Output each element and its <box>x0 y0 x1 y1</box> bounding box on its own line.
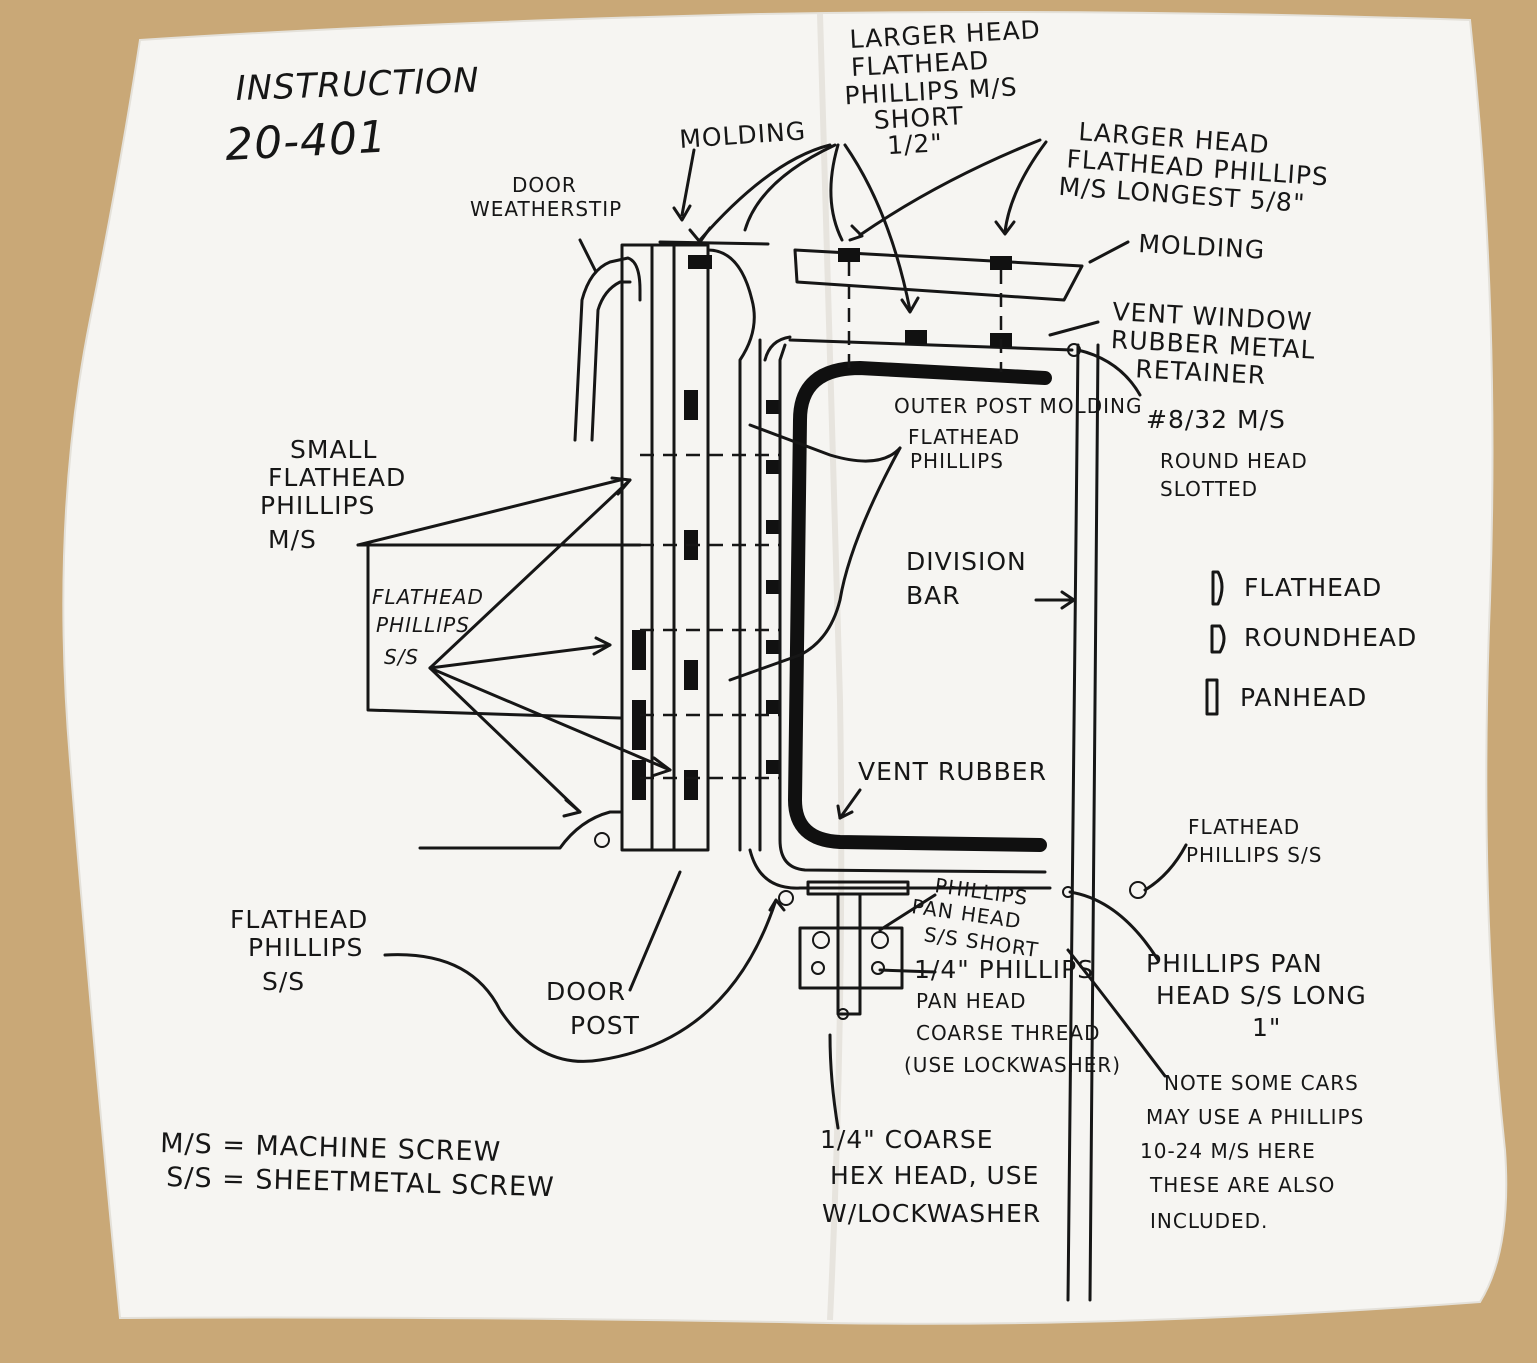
flathead-icon <box>1211 570 1224 606</box>
svg-text:M/S: M/S <box>268 525 317 554</box>
svg-text:(USE LOCKWASHER): (USE LOCKWASHER) <box>904 1053 1121 1077</box>
svg-text:S/S: S/S <box>384 645 419 669</box>
svg-text:SMALL: SMALL <box>290 435 377 464</box>
svg-text:DIVISION: DIVISION <box>906 547 1027 576</box>
screw-head-legend: FLATHEAD ROUNDHEAD PANHEAD <box>1205 570 1417 716</box>
svg-text:BAR: BAR <box>906 581 961 610</box>
svg-text:PHILLIPS: PHILLIPS <box>260 491 375 520</box>
svg-text:FLATHEAD: FLATHEAD <box>372 585 484 609</box>
label-round-head-slotted: #8/32 M/S ROUND HEAD SLOTTED <box>1146 405 1308 501</box>
label-quarter-hex: 1/4" COARSE HEX HEAD, USE W/LOCKWASHER <box>820 1125 1041 1228</box>
svg-text:PHILLIPS: PHILLIPS <box>376 613 470 637</box>
panhead-icon <box>1205 678 1219 716</box>
svg-text:PHILLIPS: PHILLIPS <box>910 449 1004 473</box>
svg-text:MAY USE A PHILLIPS: MAY USE A PHILLIPS <box>1146 1105 1364 1129</box>
svg-text:FLATHEAD: FLATHEAD <box>1244 573 1382 602</box>
svg-text:FLATHEAD: FLATHEAD <box>908 425 1020 449</box>
svg-text:SHORT: SHORT <box>873 101 965 135</box>
svg-text:THESE ARE ALSO: THESE ARE ALSO <box>1149 1173 1335 1197</box>
label-outer-post-molding: OUTER POST MOLDING <box>894 394 1142 418</box>
svg-text:FLATHEAD: FLATHEAD <box>230 905 368 934</box>
svg-text:1/2": 1/2" <box>886 128 943 160</box>
svg-text:FLATHEAD: FLATHEAD <box>850 46 990 82</box>
label-division-bar: DIVISION BAR <box>906 547 1027 610</box>
svg-text:#8/32 M/S: #8/32 M/S <box>1146 405 1286 434</box>
svg-text:1": 1" <box>1252 1013 1281 1042</box>
svg-text:10-24 M/S HERE: 10-24 M/S HERE <box>1140 1139 1316 1163</box>
svg-text:W/LOCKWASHER: W/LOCKWASHER <box>822 1199 1041 1228</box>
label-door-weatherstrip: DOOR WEATHERSTIP <box>470 173 622 221</box>
legend-item-panhead: PANHEAD <box>1205 678 1367 716</box>
vent-window-frame <box>748 248 1147 1302</box>
svg-text:PAN HEAD: PAN HEAD <box>916 989 1027 1013</box>
label-molding-right: MOLDING <box>1138 229 1266 265</box>
svg-text:DOOR: DOOR <box>546 977 626 1006</box>
svg-text:1/4" PHILLIPS: 1/4" PHILLIPS <box>914 955 1094 984</box>
svg-text:PHILLIPS: PHILLIPS <box>248 933 363 962</box>
label-flathead-ss-bottom: FLATHEAD PHILLIPS S/S <box>230 905 368 996</box>
svg-text:FLATHEAD: FLATHEAD <box>1188 815 1300 839</box>
label-note-some-cars: NOTE SOME CARS MAY USE A PHILLIPS 10-24 … <box>1140 1071 1364 1233</box>
label-door-post: DOOR POST <box>546 977 640 1040</box>
svg-text:PHILLIPS S/S: PHILLIPS S/S <box>1186 843 1322 867</box>
leader-lines <box>356 138 1188 1130</box>
svg-text:HEX HEAD, USE: HEX HEAD, USE <box>830 1161 1039 1190</box>
instruction-title: INSTRUCTION 20-401 <box>224 61 480 171</box>
svg-text:PANHEAD: PANHEAD <box>1240 683 1367 712</box>
title-line1: INSTRUCTION <box>235 61 480 109</box>
label-flathead-ss-left: FLATHEAD PHILLIPS S/S <box>372 585 484 669</box>
label-outer-post-phillips: FLATHEAD PHILLIPS <box>908 425 1020 473</box>
svg-text:NOTE SOME CARS: NOTE SOME CARS <box>1164 1071 1359 1095</box>
svg-text:PHILLIPS PAN: PHILLIPS PAN <box>1146 949 1323 978</box>
svg-text:DOOR: DOOR <box>512 173 577 197</box>
svg-text:INCLUDED.: INCLUDED. <box>1150 1209 1268 1233</box>
roundhead-icon <box>1210 624 1226 654</box>
label-vent-rubber: VENT RUBBER <box>858 757 1047 786</box>
legend-item-flathead: FLATHEAD <box>1211 570 1382 606</box>
svg-text:RETAINER: RETAINER <box>1135 354 1267 390</box>
svg-text:WEATHERSTIP: WEATHERSTIP <box>470 197 622 221</box>
svg-text:SLOTTED: SLOTTED <box>1160 477 1258 501</box>
svg-text:ROUNDHEAD: ROUNDHEAD <box>1244 623 1417 652</box>
svg-text:1/4" COARSE: 1/4" COARSE <box>820 1125 994 1154</box>
legend-item-roundhead: ROUNDHEAD <box>1210 623 1417 654</box>
svg-text:ROUND HEAD: ROUND HEAD <box>1160 449 1308 473</box>
svg-text:S/S: S/S <box>262 967 305 996</box>
svg-text:HEAD S/S LONG: HEAD S/S LONG <box>1156 981 1367 1010</box>
title-line2: 20-401 <box>224 112 388 171</box>
label-small-flathead: SMALL FLATHEAD PHILLIPS M/S <box>260 435 406 554</box>
paper-sheet <box>62 11 1508 1325</box>
label-flathead-ss-right: FLATHEAD PHILLIPS S/S <box>1186 815 1322 867</box>
label-phillips-pan-long: PHILLIPS PAN HEAD S/S LONG 1" <box>1146 949 1367 1042</box>
label-quarter-phillips-pan: 1/4" PHILLIPS PAN HEAD COARSE THREAD (US… <box>904 955 1121 1077</box>
svg-text:COARSE THREAD: COARSE THREAD <box>916 1021 1101 1045</box>
door-post-drawing <box>418 240 780 852</box>
svg-text:POST: POST <box>570 1011 640 1040</box>
svg-text:FLATHEAD: FLATHEAD <box>268 463 406 492</box>
